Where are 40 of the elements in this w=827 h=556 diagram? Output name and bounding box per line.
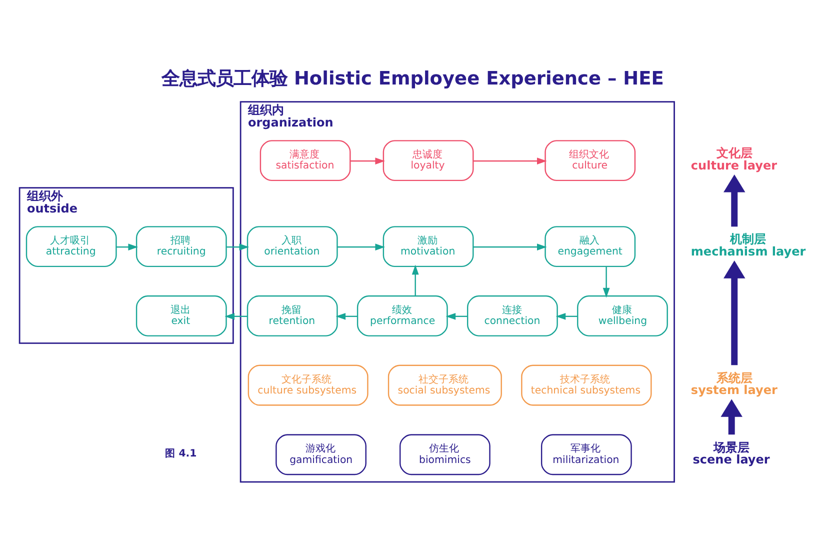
arrow — [473, 244, 547, 250]
arrow — [724, 260, 746, 366]
node-box: 招聘 recruiting — [136, 226, 227, 268]
arrow — [337, 244, 386, 250]
arrow — [602, 266, 610, 298]
arrow — [224, 312, 248, 320]
arrow — [446, 312, 468, 320]
node-box: 社交子系统 social subsystems — [388, 364, 502, 406]
arrow — [336, 312, 358, 320]
node-box: 满意度 satisfaction — [260, 140, 351, 182]
node-text: 系统层 system layer — [690, 370, 778, 397]
arrow — [350, 158, 386, 164]
node-box: 文化子系统 culture subsystems — [248, 364, 368, 406]
node-box: 连接 connection — [467, 295, 558, 336]
node-text: 场景层 scene layer — [692, 440, 770, 466]
node-box: 技术子系统 technical subsystems — [521, 364, 652, 406]
node-text: 文化层 culture layer — [690, 146, 778, 172]
arrow — [116, 244, 138, 250]
diagram-title: 全息式员工体验 Holistic Employee Experience – HEE — [162, 68, 664, 90]
node-box: 融入 engagement — [544, 226, 636, 268]
node-box: 游戏化 gamification — [276, 434, 366, 476]
arrow — [226, 244, 250, 250]
arrow — [473, 158, 547, 164]
arrow — [556, 312, 578, 320]
arrow — [724, 174, 746, 227]
node-box: 仿生化 biomimics — [399, 434, 490, 476]
node-box: 退出 exit — [136, 295, 227, 336]
arrow — [412, 264, 419, 296]
node-box: 绩效 performance — [356, 295, 448, 336]
label: 图 4.1 — [165, 448, 197, 460]
node-box: 组织文化 culture — [544, 140, 636, 182]
node-box: 入职 orientation — [246, 226, 338, 268]
arrow — [720, 399, 742, 435]
node-box: 挽留 retention — [246, 295, 338, 336]
node-box: 军事化 militarization — [540, 434, 632, 476]
node-box: 健康 wellbeing — [577, 295, 668, 336]
node-box: 忠诚度 loyalty — [382, 140, 474, 182]
node-text: 机制层 mechanism layer — [690, 232, 806, 258]
node-box: 激励 motivation — [382, 226, 474, 268]
node-box: 人才吸引 attracting — [26, 226, 117, 268]
